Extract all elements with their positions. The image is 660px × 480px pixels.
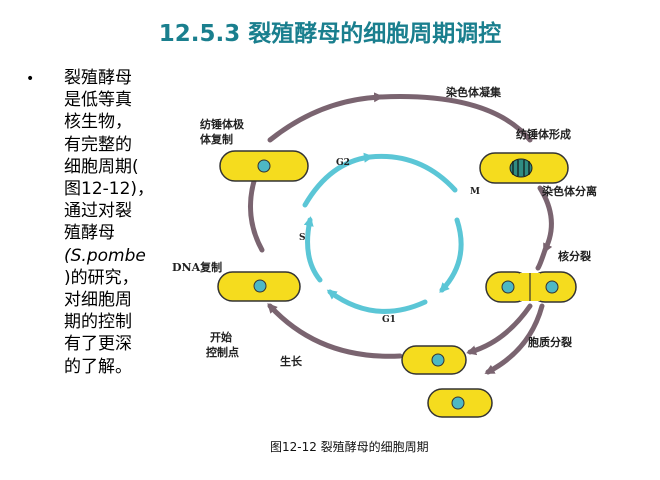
bullet-line: 对细胞周 [64,290,132,311]
bullet-line: 殖酵母 [64,223,115,244]
nucleus [545,280,559,294]
label-cytokinesis: 胞质分裂 [528,335,572,349]
nucleus [431,353,445,367]
label-spindle-formation: 纺锤体形成 [516,127,571,141]
dividing-nucleus [509,158,533,178]
outer-cycle-ring [248,92,554,375]
inner-arc-m [439,217,464,293]
nucleus [253,279,267,293]
cell-growth [401,345,467,375]
inner-cycle-ring [302,152,464,314]
bullet-line: 的了解。 [64,356,132,377]
cell-cycle-diagram: G2 M S G1 纺锤体极 体复制 染色体凝集 纺锤体形成 染色体分离 核 [172,85,597,418]
cell-cytokinesis [427,388,493,418]
bullet-line-species: (S.pombe [64,245,146,266]
outer-arc-bottom-left [267,303,403,359]
figure-caption: 图12-12 裂殖酵母的细胞周期 [270,440,429,454]
label-start-1: 开始 [210,330,232,344]
inner-arc-s [303,216,323,283]
bullet-line: 裂殖酵母 [64,68,132,88]
bullet-marker: • [26,71,35,87]
label-chromosome-condense: 染色体凝集 [446,85,502,99]
bullet-line: )的研究， [64,267,139,288]
inner-arc-g2 [302,152,374,208]
cell-nuclear-division [485,271,577,303]
phase-g1-label: G1 [382,315,396,325]
bullet-line: 细胞周期( [64,156,139,177]
bullet-line: 图12-12)， [64,179,155,200]
label-chromosome-separation: 染色体分离 [542,184,597,198]
label-growth: 生长 [280,354,303,368]
nucleus [257,159,271,173]
label-dna-replication: DNA复制 [172,260,222,274]
cell-spindle-formation [479,152,569,184]
cell-dna-replication [217,271,301,302]
label-spindle-pole-dup-2: 体复制 [200,132,233,146]
bullet-line: 通过对裂 [64,201,132,222]
label-spindle-pole-dup-1: 纺锤体极 [200,117,245,131]
bullet-line: 核生物， [64,112,132,133]
outer-arc-right [537,185,554,254]
nucleus [451,396,465,410]
inner-arc-g1 [326,289,428,314]
outer-branch-to-bottom [484,303,545,375]
phase-m-label: M [470,187,480,197]
bullet-line: 期的控制 [64,312,132,333]
label-nuclear-division: 核分裂 [558,249,591,263]
bullet-paragraph: 裂殖酵母 是低等真 核生物， 有完整的 细胞周期( 图12-12)， 通过对裂 … [64,67,174,378]
bullet-line: 有了更深 [64,334,132,355]
page-title: 12.5.3 裂殖酵母的细胞周期调控 [158,21,502,47]
bullet-line: 有完整的 [64,134,132,155]
cell-spindle-pole [219,150,309,182]
bullet-line: 是低等真 [64,90,132,111]
phase-s-label: S [299,233,306,243]
phase-g2-label: G2 [336,158,350,168]
outer-arc-top [267,92,384,143]
label-start-2: 控制点 [206,345,239,359]
outer-arc-bottom-right [466,303,533,356]
nucleus [501,280,515,294]
